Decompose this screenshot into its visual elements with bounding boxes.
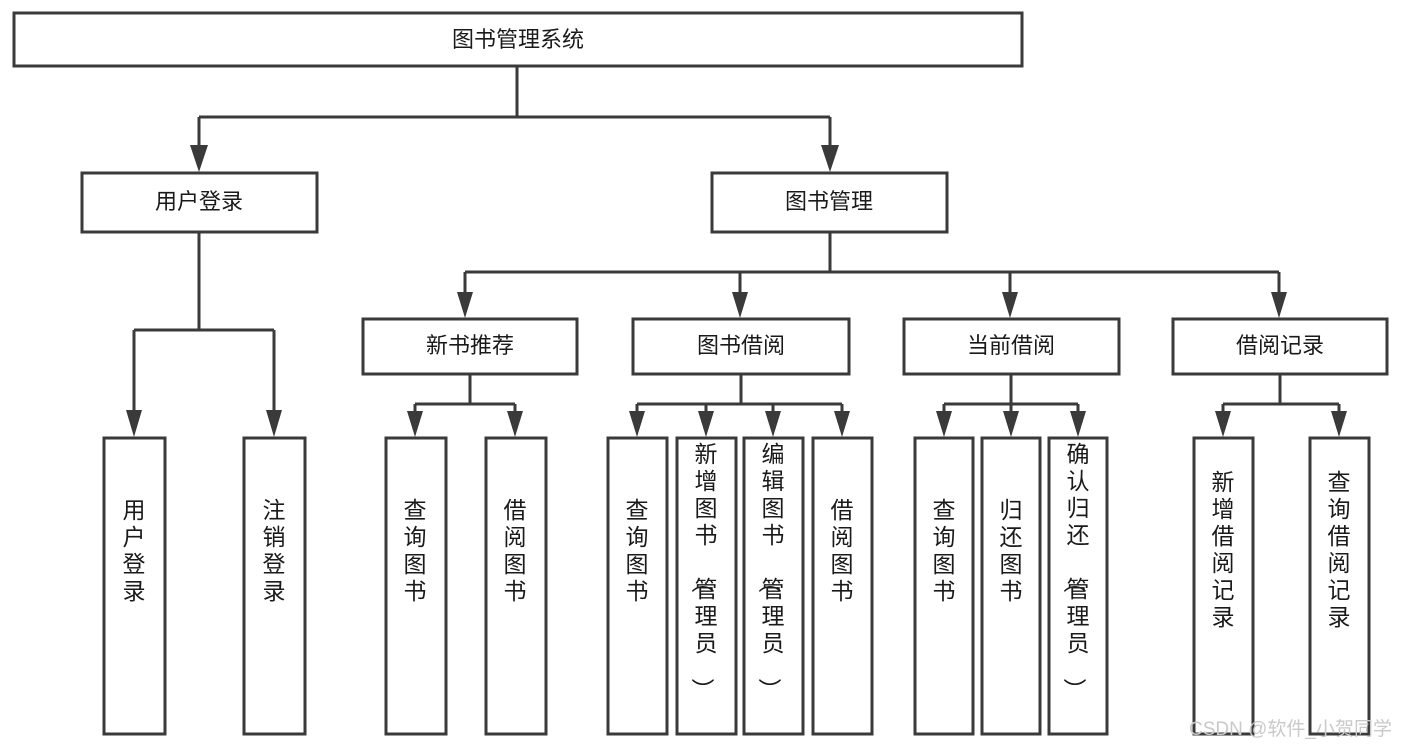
node-leaf-query-record[interactable]: 查询借阅记录 [1308, 436, 1371, 736]
node-leaf-query-book-1[interactable]: 查询图书 [384, 436, 448, 736]
node-borrow-record-label: 借阅记录 [1236, 333, 1324, 358]
connector-layer [126, 66, 1347, 437]
arrowhead-leaf-return-book [1003, 411, 1019, 437]
node-leaf-query-record-label: 查询借阅记录 [1328, 469, 1351, 630]
arrowhead-leaf-add-record [1215, 411, 1231, 437]
node-leaf-query-book-2[interactable]: 查询图书 [606, 436, 669, 736]
arrowhead-book-manage [821, 145, 839, 172]
node-new-book-recommend-label: 新书推荐 [426, 333, 514, 358]
node-root[interactable]: 图书管理系统 [12, 11, 1024, 68]
node-leaf-query-book-1-box[interactable] [384, 436, 448, 736]
node-current-borrow-box[interactable] [902, 317, 1121, 376]
node-book-borrow-box[interactable] [631, 317, 851, 376]
arrowhead-user-login [190, 145, 208, 172]
node-leaf-query-record-box[interactable] [1308, 436, 1371, 736]
node-leaf-add-book-box[interactable] [675, 436, 738, 736]
node-leaf-add-record[interactable]: 新增借阅记录 [1192, 436, 1255, 736]
node-leaf-query-book-2-box[interactable] [606, 436, 669, 736]
node-current-borrow-label: 当前借阅 [967, 333, 1055, 358]
arrowhead-borrow-record [1271, 292, 1287, 318]
node-leaf-return-book-box[interactable] [980, 436, 1042, 736]
node-leaf-user-login[interactable]: 用户登录 [102, 436, 167, 736]
arrowhead-leaf-add-book [698, 411, 714, 437]
leaf-nodes-layer: 用户登录 注销登录 查询图书 借阅图书 查询图书 新增图书（管理员） [102, 436, 1371, 736]
node-leaf-query-book-2-label: 查询图书 [626, 497, 649, 604]
node-leaf-logout-login[interactable]: 注销登录 [242, 436, 307, 736]
node-book-manage[interactable]: 图书管理 [710, 171, 949, 234]
node-leaf-user-login-label: 用户登录 [123, 497, 146, 604]
node-leaf-edit-book-label: 编辑图书（管理员） [757, 441, 785, 701]
arrowhead-leaf-logout-login [266, 410, 282, 437]
node-leaf-add-book-label: 新增图书（管理员） [690, 441, 718, 701]
arrowhead-leaf-borrow-book-2 [834, 411, 850, 437]
arrowhead-leaf-edit-book [765, 411, 781, 437]
node-leaf-add-book[interactable]: 新增图书（管理员） [675, 436, 738, 736]
node-leaf-confirm-return[interactable]: 确认归还（管理员） [1047, 436, 1109, 736]
node-leaf-return-book[interactable]: 归还图书 [980, 436, 1042, 736]
node-user-login-box[interactable] [80, 171, 319, 234]
node-book-manage-box[interactable] [710, 171, 949, 234]
arrowhead-leaf-query-record [1331, 411, 1347, 437]
arrowhead-new-book-recommend [457, 292, 473, 318]
arrowhead-leaf-borrow-book-1 [507, 411, 523, 437]
node-leaf-add-record-label: 新增借阅记录 [1212, 469, 1235, 630]
node-leaf-borrow-book-2[interactable]: 借阅图书 [811, 436, 874, 736]
node-leaf-query-book-3-box[interactable] [913, 436, 975, 736]
node-leaf-logout-login-label: 注销登录 [263, 497, 286, 604]
node-leaf-borrow-book-2-box[interactable] [811, 436, 874, 736]
node-leaf-user-login-box[interactable] [102, 436, 167, 736]
node-leaf-edit-book[interactable]: 编辑图书（管理员） [742, 436, 805, 736]
node-new-book-recommend[interactable]: 新书推荐 [361, 317, 579, 376]
node-borrow-record-box[interactable] [1171, 317, 1389, 376]
arrowhead-leaf-query-book-3 [936, 411, 952, 437]
arrowhead-book-borrow [732, 292, 748, 318]
node-leaf-borrow-book-1[interactable]: 借阅图书 [484, 436, 548, 736]
arrowhead-current-borrow [1002, 292, 1018, 318]
node-borrow-record[interactable]: 借阅记录 [1171, 317, 1389, 376]
node-leaf-return-book-label: 归还图书 [1000, 497, 1023, 604]
node-leaf-edit-book-box[interactable] [742, 436, 805, 736]
node-leaf-confirm-return-box[interactable] [1047, 436, 1109, 736]
node-leaf-logout-login-box[interactable] [242, 436, 307, 736]
node-root-label: 图书管理系统 [452, 27, 584, 52]
node-user-login-label: 用户登录 [155, 189, 243, 214]
node-leaf-confirm-return-label: 确认归还（管理员） [1062, 441, 1090, 701]
node-leaf-query-book-3-label: 查询图书 [933, 497, 956, 604]
node-book-manage-label: 图书管理 [785, 189, 873, 214]
node-leaf-borrow-book-2-label: 借阅图书 [831, 497, 854, 604]
arrowhead-leaf-query-book-1 [407, 411, 423, 437]
node-book-borrow-label: 图书借阅 [697, 333, 785, 358]
node-leaf-borrow-book-1-label: 借阅图书 [504, 497, 527, 604]
node-user-login[interactable]: 用户登录 [80, 171, 319, 234]
node-leaf-query-book-3[interactable]: 查询图书 [913, 436, 975, 736]
node-book-borrow[interactable]: 图书借阅 [631, 317, 851, 376]
node-new-book-recommend-box[interactable] [361, 317, 579, 376]
arrowhead-leaf-query-book-2 [629, 411, 645, 437]
csdn-watermark: CSDN @软件_小贺同学 [1189, 718, 1392, 740]
arrowhead-leaf-confirm-return [1070, 411, 1086, 437]
node-current-borrow[interactable]: 当前借阅 [902, 317, 1121, 376]
node-root-box[interactable] [12, 11, 1024, 68]
arrowhead-leaf-user-login [126, 410, 142, 437]
node-leaf-borrow-book-1-box[interactable] [484, 436, 548, 736]
node-leaf-add-record-box[interactable] [1192, 436, 1255, 736]
node-leaf-query-book-1-label: 查询图书 [404, 497, 427, 604]
